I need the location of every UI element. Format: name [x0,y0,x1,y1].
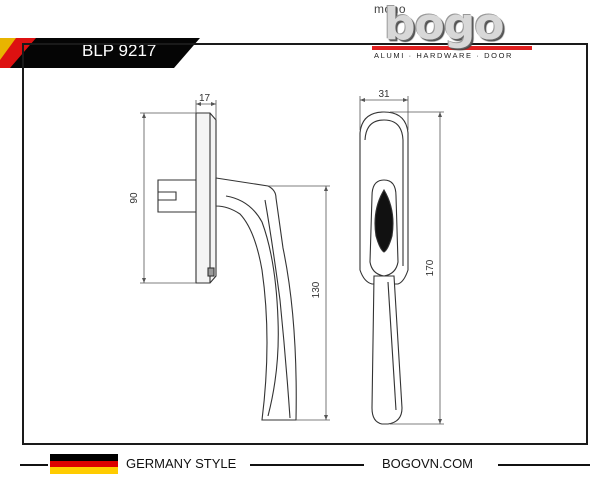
side-handle-contour [225,195,279,417]
arrow-base-bottom [142,278,146,283]
front-handle-grip [371,275,403,425]
dim-label-total-height: 170 [425,259,436,276]
arrow-thickness-right [211,102,216,106]
logo-red-line [372,46,532,50]
model-title: BLP 9217 [82,41,157,60]
side-handle-contour-2 [264,199,291,419]
logo-tagline: ALUMI · HARDWARE · DOOR [374,51,514,60]
dim-label-handle-length: 130 [311,281,322,298]
arrow-width-right [403,98,408,102]
front-handle-insert [374,188,394,253]
flag-black-stripe [50,454,118,461]
dim-label-front-width: 31 [378,89,390,100]
flag-gold-stripe [50,467,118,474]
dim-label-base-height: 90 [129,192,140,204]
front-rose-inner [364,119,404,266]
side-spindle-slot [158,191,177,201]
arrow-handle-bottom [324,415,328,420]
side-spindle [157,179,196,213]
arrow-total-top [438,112,442,117]
logo-prefix: mono [374,2,407,16]
logo-plate [372,46,532,50]
header-black-band [10,38,200,68]
flag-red-stripe [50,460,118,468]
germany-flag-icon [50,454,118,474]
side-back-plate [195,112,217,284]
arrow-thickness-left [196,102,201,106]
footer-style-label: GERMANY STYLE [126,456,237,471]
arrow-total-bottom [438,419,442,424]
side-handle-profile [215,177,297,421]
brand-logo [366,2,536,64]
dim-label-thickness: 17 [199,93,211,104]
footer-website: BOGOVN.COM [382,456,474,471]
front-handle-neck [369,179,399,277]
arrow-base-top [142,113,146,118]
side-plate-detail [207,267,215,277]
drawing-frame [22,43,588,445]
arrow-handle-top [324,186,328,191]
front-grip-highlight [387,281,397,411]
arrow-width-left [360,98,365,102]
logo-brand-name: bogo [384,0,504,50]
